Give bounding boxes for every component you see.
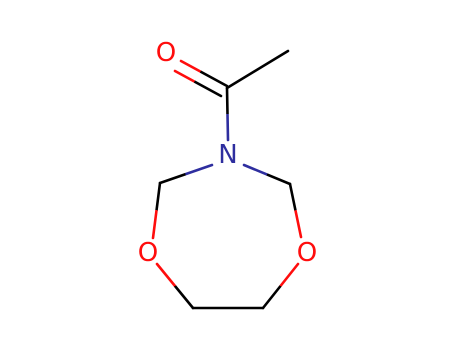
atom-ring-oxygen-left: O <box>138 238 158 268</box>
bond-left-oxygen-carbon <box>155 262 195 310</box>
atom-ring-oxygen-right: O <box>297 238 317 268</box>
bond-carbonyl-nitrogen <box>225 86 230 142</box>
bond-methyl-carbonyl <box>225 49 290 90</box>
bond-left-carbon-oxygen <box>151 181 162 240</box>
bond-right-carbon-oxygen <box>288 182 303 239</box>
bond-right-oxygen-carbon <box>261 262 300 310</box>
bond-nitrogen-right-carbon <box>242 163 292 186</box>
bond-carbonyl-double-2 <box>173 69 223 98</box>
atom-nitrogen: N <box>218 140 237 170</box>
bond-nitrogen-left-carbon <box>158 163 214 185</box>
bond-carbonyl-double-1 <box>179 59 229 88</box>
atom-carbonyl-oxygen: O <box>156 38 176 68</box>
